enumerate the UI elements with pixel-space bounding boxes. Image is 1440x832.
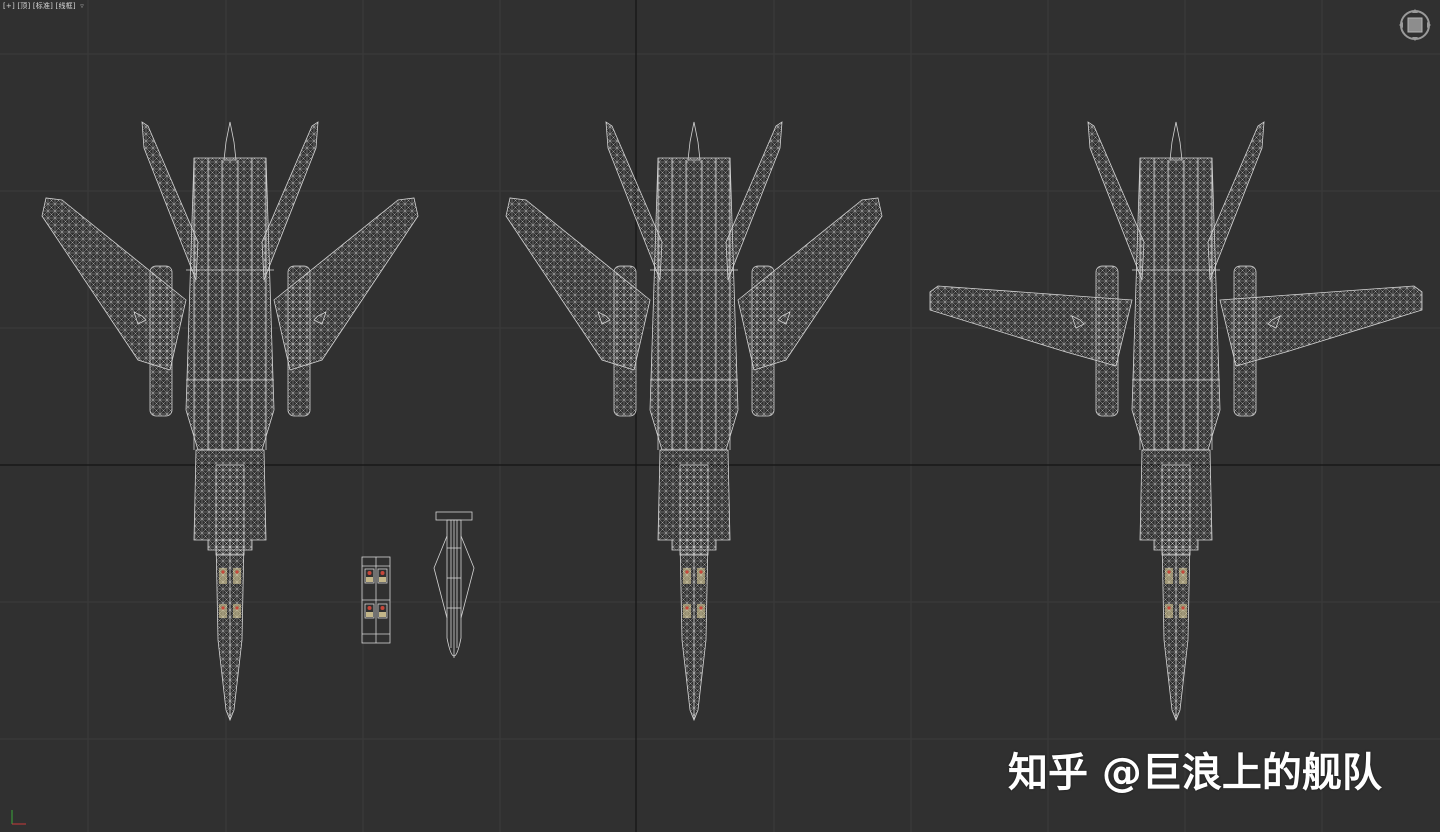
- viewport-label-text: [+] [顶] [标准] [线框]: [3, 2, 76, 10]
- aircraft-wings-extended[interactable]: [926, 120, 1426, 730]
- watermark-text: 知乎 @巨浪上的舰队: [1008, 750, 1382, 796]
- missile[interactable]: [428, 508, 480, 674]
- viewport-label-menu[interactable]: [+] [顶] [标准] [线框] ▿: [3, 1, 84, 11]
- viewcube-icon[interactable]: [1398, 8, 1432, 42]
- axis-gizmo-icon: [11, 810, 26, 825]
- weapon-pod[interactable]: [358, 554, 394, 646]
- viewport-menu-icon: ▿: [80, 2, 84, 10]
- aircraft-wings-swept-center[interactable]: [504, 120, 884, 730]
